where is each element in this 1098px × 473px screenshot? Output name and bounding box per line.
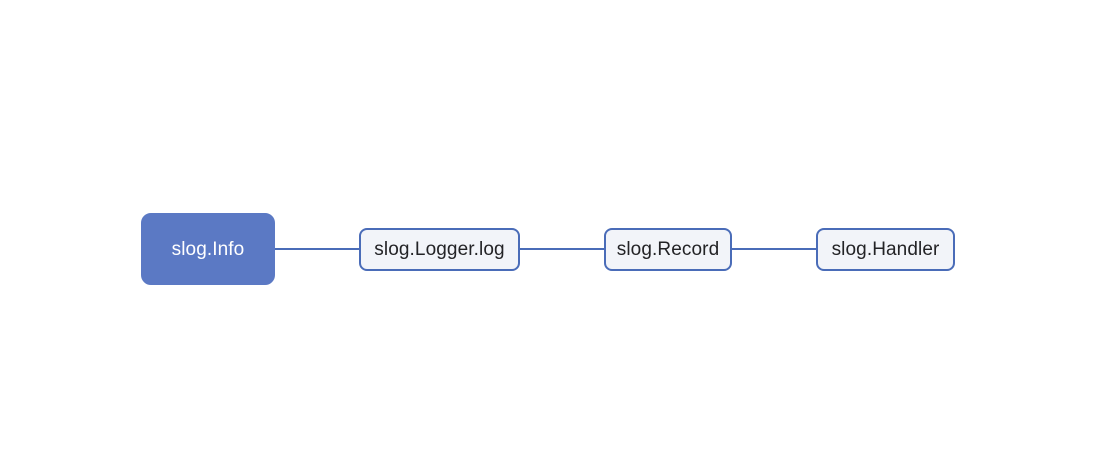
edge-slog-info-to-slog-logger-log <box>274 248 361 250</box>
node-slog-handler[interactable]: slog.Handler <box>816 228 955 271</box>
node-slog-record-label: slog.Record <box>616 239 720 260</box>
node-slog-logger-log[interactable]: slog.Logger.log <box>359 228 520 271</box>
node-slog-logger-log-label: slog.Logger.log <box>374 239 505 260</box>
node-slog-handler-label: slog.Handler <box>831 239 940 260</box>
edge-slog-logger-log-to-slog-record <box>518 248 606 250</box>
node-slog-info-label: slog.Info <box>171 238 245 260</box>
edge-slog-record-to-slog-handler <box>730 248 818 250</box>
node-slog-record[interactable]: slog.Record <box>604 228 732 271</box>
node-slog-info[interactable]: slog.Info <box>141 213 275 285</box>
